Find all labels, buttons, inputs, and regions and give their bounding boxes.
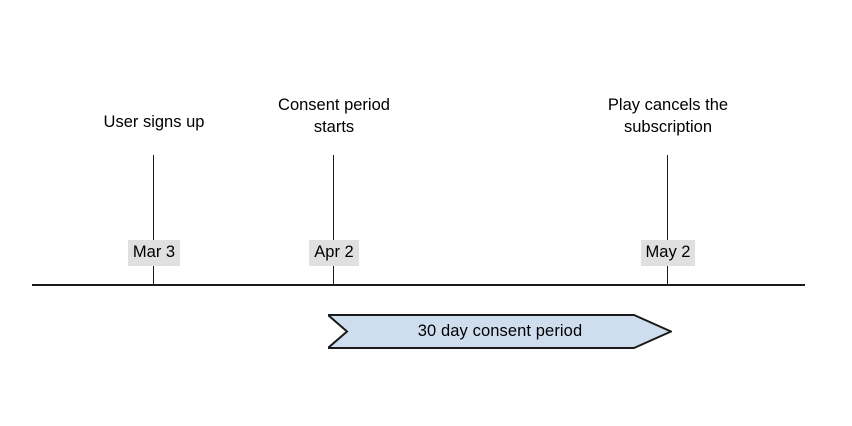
date-chip-mar-3: Mar 3 <box>127 240 181 266</box>
date-chip-may-2: May 2 <box>640 240 696 266</box>
marker-caption-user-signs-up: User signs up <box>103 113 205 131</box>
marker-tick-consent-period-starts <box>333 155 335 285</box>
marker-date-user-signs-up: Mar 3 <box>84 240 224 266</box>
consent-period-banner-shape <box>328 314 672 349</box>
date-chip-apr-2: Apr 2 <box>309 240 359 266</box>
marker-tick-user-signs-up <box>153 155 155 285</box>
marker-caption-play-cancels-subscription: Play cancels the subscription <box>607 96 729 136</box>
consent-period-banner: 30 day consent period <box>328 314 672 349</box>
marker-caption-consent-period-starts: Consent period starts <box>278 96 390 136</box>
marker-date-play-cancels-subscription: May 2 <box>598 240 738 266</box>
marker-tick-play-cancels-subscription <box>667 155 669 285</box>
marker-date-consent-period-starts: Apr 2 <box>264 240 404 266</box>
consent-period-banner-label: 30 day consent period <box>417 322 583 340</box>
timeline-axis <box>32 284 805 286</box>
